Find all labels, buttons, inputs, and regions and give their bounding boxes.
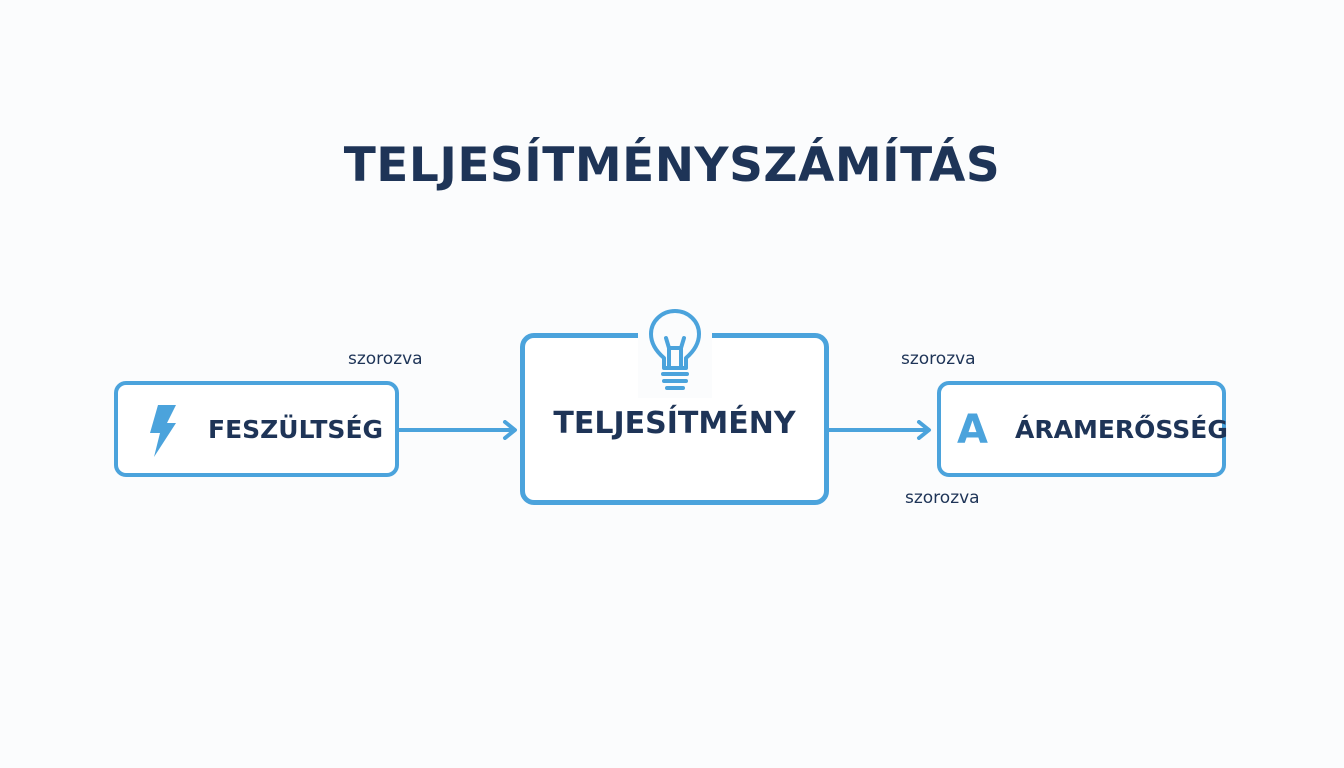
node-feszultseg: FESZÜLTSÉG	[114, 381, 399, 477]
node-label-teljesitmeny: TELJESÍTMÉNY	[553, 405, 796, 441]
arrow-center-to-right	[829, 420, 931, 440]
node-label-aramerosseg: ÁRAMERŐSSÉG	[1015, 415, 1228, 444]
edge-label-right: szorozva	[901, 349, 976, 369]
arrow-left-to-center	[399, 420, 517, 440]
bulb-icon-container	[638, 302, 712, 398]
lightning-bolt-icon	[150, 405, 176, 457]
light-bulb-icon	[649, 309, 701, 390]
node-aramerosseg: A ÁRAMERŐSSÉG	[937, 381, 1228, 477]
ampere-icon: A	[957, 407, 988, 453]
edge-label-right-bottom: szorozva	[905, 488, 980, 508]
node-label-feszultseg: FESZÜLTSÉG	[208, 415, 384, 444]
edge-label-left: szorozva	[348, 349, 423, 369]
diagram-title: TELJESÍTMÉNYSZÁMÍTÁS	[343, 138, 1001, 193]
